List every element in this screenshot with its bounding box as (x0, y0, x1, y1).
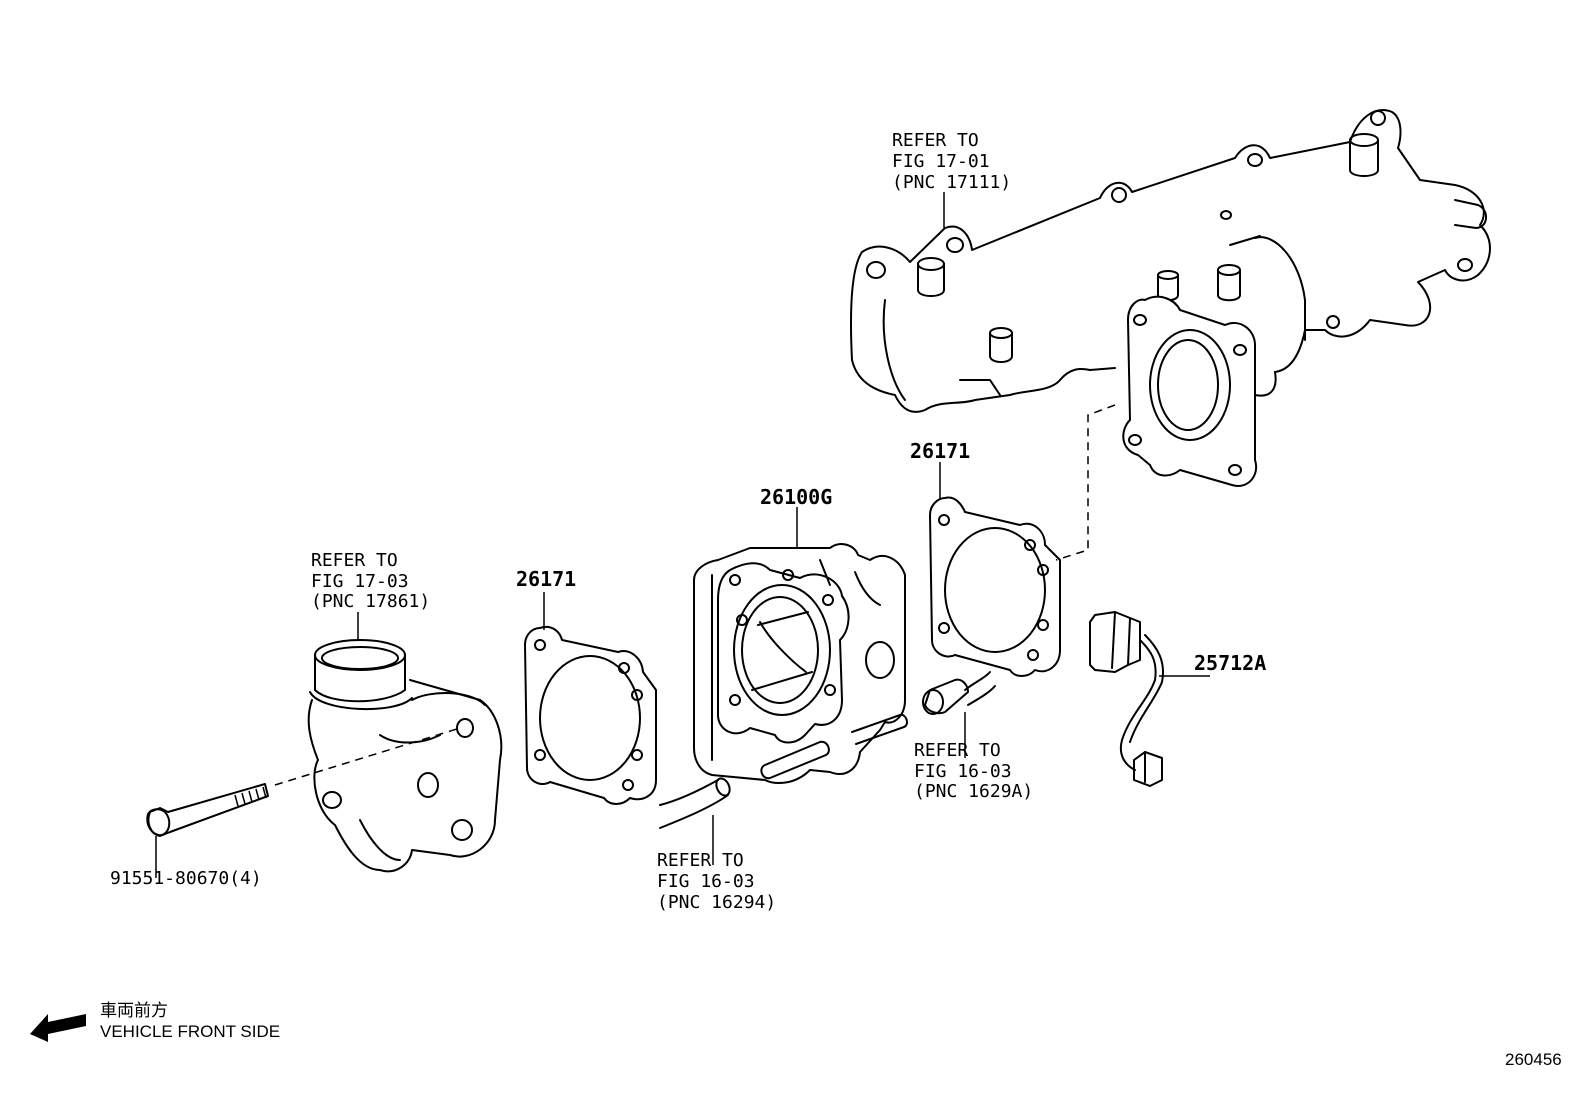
manifold-ref-line3: (PNC 17111) (892, 172, 1011, 193)
throttle-body (693, 543, 908, 784)
wire-harness (1089, 611, 1164, 787)
gasket-left (524, 626, 657, 805)
manifold-ref-line1: REFER TO (892, 130, 979, 151)
gasket-left-part-number: 26171 (516, 567, 576, 591)
hose-left-ref-line1: REFER TO (657, 850, 744, 871)
manifold-ref-label: REFER TO FIG 17-01 (PNC 17111) (892, 130, 1011, 193)
inlet-ref-label: REFER TO FIG 17-03 (PNC 17861) (311, 550, 430, 612)
wire-harness-part-number: 25712A (1194, 651, 1266, 675)
leader-lines (155, 192, 1210, 878)
hose-left-ref-line3: (PNC 16294) (657, 892, 776, 913)
inlet-ref-line1: REFER TO (311, 550, 398, 571)
hose-right-ref-line2: FIG 16-03 (914, 761, 1012, 782)
hose-left (659, 777, 731, 829)
manifold-alignment-line (1055, 404, 1116, 561)
direction-label-jp: 車両前方 (100, 1001, 168, 1020)
intake-manifold (850, 109, 1491, 487)
hose-right-ref-line1: REFER TO (914, 740, 1001, 761)
bolt-part-number: 91551-80670(4) (110, 868, 262, 889)
bolt (146, 727, 461, 837)
front-arrow-icon (30, 1014, 86, 1042)
vehicle-front-indicator: 車両前方 VEHICLE FRONT SIDE (30, 1001, 280, 1042)
hose-left-ref-label: REFER TO FIG 16-03 (PNC 16294) (657, 850, 776, 913)
inlet-ref-line2: FIG 17-03 (311, 571, 409, 592)
gasket-right-part-number: 26171 (910, 439, 970, 463)
hose-right-ref-line3: (PNC 1629A) (914, 781, 1033, 802)
hose-right (922, 671, 996, 715)
throttle-body-part-number: 26100G (760, 485, 832, 509)
direction-label-en: VEHICLE FRONT SIDE (100, 1022, 280, 1041)
gasket-right (929, 496, 1061, 677)
hose-right-ref-label: REFER TO FIG 16-03 (PNC 1629A) (914, 740, 1033, 802)
hose-left-ref-line2: FIG 16-03 (657, 871, 755, 892)
manifold-ref-line2: FIG 17-01 (892, 151, 990, 172)
inlet-ref-line3: (PNC 17861) (311, 591, 430, 612)
air-inlet-elbow (307, 639, 503, 873)
figure-number: 260456 (1505, 1050, 1562, 1069)
